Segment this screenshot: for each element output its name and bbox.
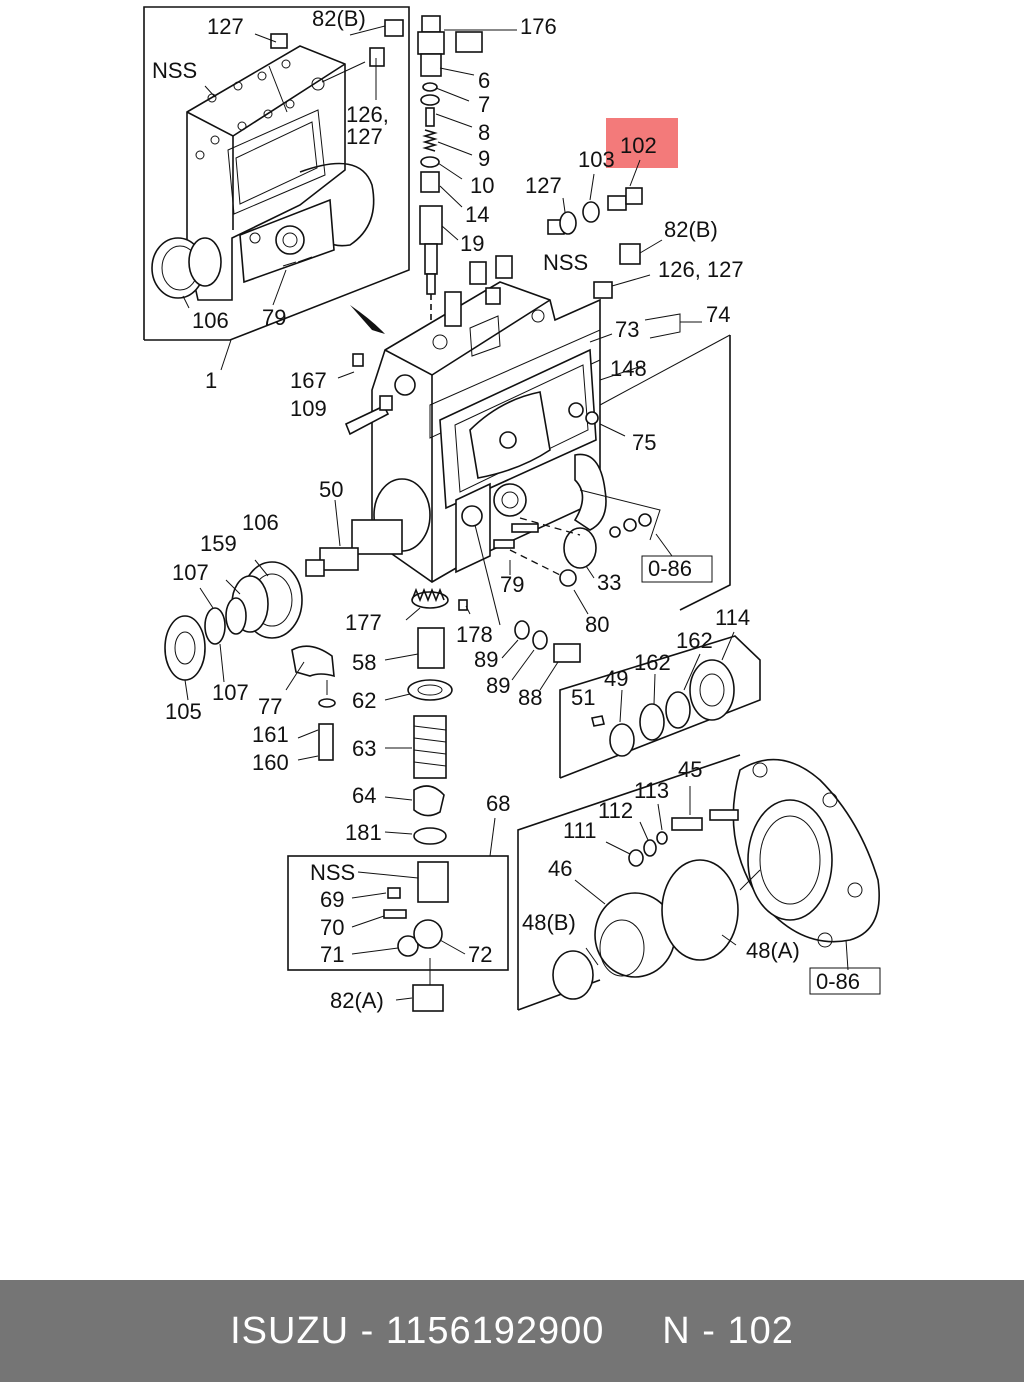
label-nss-68: NSS [310, 860, 355, 885]
label-8: 8 [478, 120, 490, 145]
label-159: 159 [200, 531, 237, 556]
part-number-footer: ISUZU - 1156192900 N - 102 [0, 1280, 1024, 1382]
inset-68 [287, 817, 509, 1012]
label-127-inset-b: 127 [346, 124, 383, 149]
footer-brand: ISUZU [230, 1309, 350, 1352]
label-103: 103 [578, 147, 615, 172]
label-75: 75 [632, 430, 656, 455]
washer-bolt-parts [501, 620, 581, 691]
label-89-b: 89 [486, 673, 510, 698]
label-79-body: 79 [500, 572, 524, 597]
footer-variant: N - 102 [662, 1309, 794, 1352]
main-pump-body [305, 255, 731, 626]
label-72: 72 [468, 942, 492, 967]
label-10: 10 [470, 173, 494, 198]
label-162-b: 162 [634, 650, 671, 675]
footer-gap [604, 1310, 662, 1353]
label-49: 49 [604, 666, 628, 691]
label-74: 74 [706, 302, 730, 327]
label-106-inset: 106 [192, 308, 229, 333]
label-46: 46 [548, 856, 572, 881]
label-127-fitting: 127 [525, 173, 562, 198]
label-160: 160 [252, 750, 289, 775]
label-45: 45 [678, 757, 702, 782]
label-89-a: 89 [474, 647, 498, 672]
label-62: 62 [352, 688, 376, 713]
footer-separator: - [349, 1309, 386, 1352]
label-73: 73 [615, 317, 639, 342]
direction-arrow [350, 305, 385, 334]
label-77: 77 [258, 694, 282, 719]
center-column-parts [285, 587, 471, 845]
label-111: 111 [563, 818, 596, 843]
label-80: 80 [585, 612, 609, 637]
label-64: 64 [352, 783, 376, 808]
label-167: 167 [290, 368, 327, 393]
inset-pump-head [143, 6, 410, 371]
label-109: 109 [290, 396, 327, 421]
label-162-a: 162 [676, 628, 713, 653]
label-69: 69 [320, 887, 344, 912]
label-178: 178 [456, 622, 493, 647]
label-82a: 82(A) [330, 988, 384, 1013]
label-7: 7 [478, 92, 490, 117]
label-126-127: 126, 127 [658, 257, 744, 282]
label-51: 51 [571, 685, 595, 710]
label-102: 102 [620, 133, 657, 158]
label-50: 50 [319, 477, 343, 502]
label-48b: 48(B) [522, 910, 576, 935]
label-9: 9 [478, 146, 490, 171]
label-161: 161 [252, 722, 289, 747]
label-48a: 48(A) [746, 938, 800, 963]
label-127-inset: 127 [207, 14, 244, 39]
bearing-group-right [559, 631, 761, 779]
label-107-a: 107 [172, 560, 209, 585]
label-58: 58 [352, 650, 376, 675]
delivery-valve-stack [417, 15, 517, 340]
label-88: 88 [518, 685, 542, 710]
label-box-0-86-b [809, 967, 881, 995]
label-113: 113 [634, 778, 669, 803]
bearing-parts-left [164, 559, 303, 701]
label-68: 68 [486, 791, 510, 816]
fitting-parts-top [547, 159, 663, 299]
label-82b-fitting: 82(B) [664, 217, 718, 242]
label-19: 19 [460, 231, 484, 256]
label-82b-inset: 82(B) [312, 6, 366, 31]
label-106-shaft: 106 [242, 510, 279, 535]
label-0-86-a: 0-86 [648, 556, 692, 581]
label-177: 177 [345, 610, 382, 635]
label-14: 14 [465, 202, 489, 227]
highlight-box-102 [606, 118, 678, 168]
label-71: 71 [320, 942, 344, 967]
label-33: 33 [597, 570, 621, 595]
label-1: 1 [205, 368, 217, 393]
label-181: 181 [345, 820, 382, 845]
label-107-b: 107 [212, 680, 249, 705]
label-63: 63 [352, 736, 376, 761]
label-105: 105 [165, 699, 202, 724]
label-70: 70 [320, 915, 344, 940]
label-nss-body: NSS [543, 250, 588, 275]
housing-bottom-right [517, 754, 880, 1011]
label-126-inset: 126, [346, 102, 389, 127]
label-176: 176 [520, 14, 557, 39]
label-112: 112 [598, 798, 633, 823]
label-nss-inset: NSS [152, 58, 197, 83]
label-box-0-86-a [641, 555, 713, 583]
label-79-inset: 79 [262, 305, 286, 330]
label-0-86-b: 0-86 [816, 969, 860, 994]
label-114: 114 [715, 605, 750, 630]
label-6: 6 [478, 68, 490, 93]
footer-part-number: 1156192900 [385, 1309, 605, 1352]
exploded-parts-diagram: 127 82(B) NSS 126, 127 106 79 1 176 6 7 … [143, 6, 881, 1013]
label-148: 148 [610, 356, 647, 381]
part-labels: 127 82(B) NSS 126, 127 106 79 1 176 6 7 … [152, 6, 881, 1013]
